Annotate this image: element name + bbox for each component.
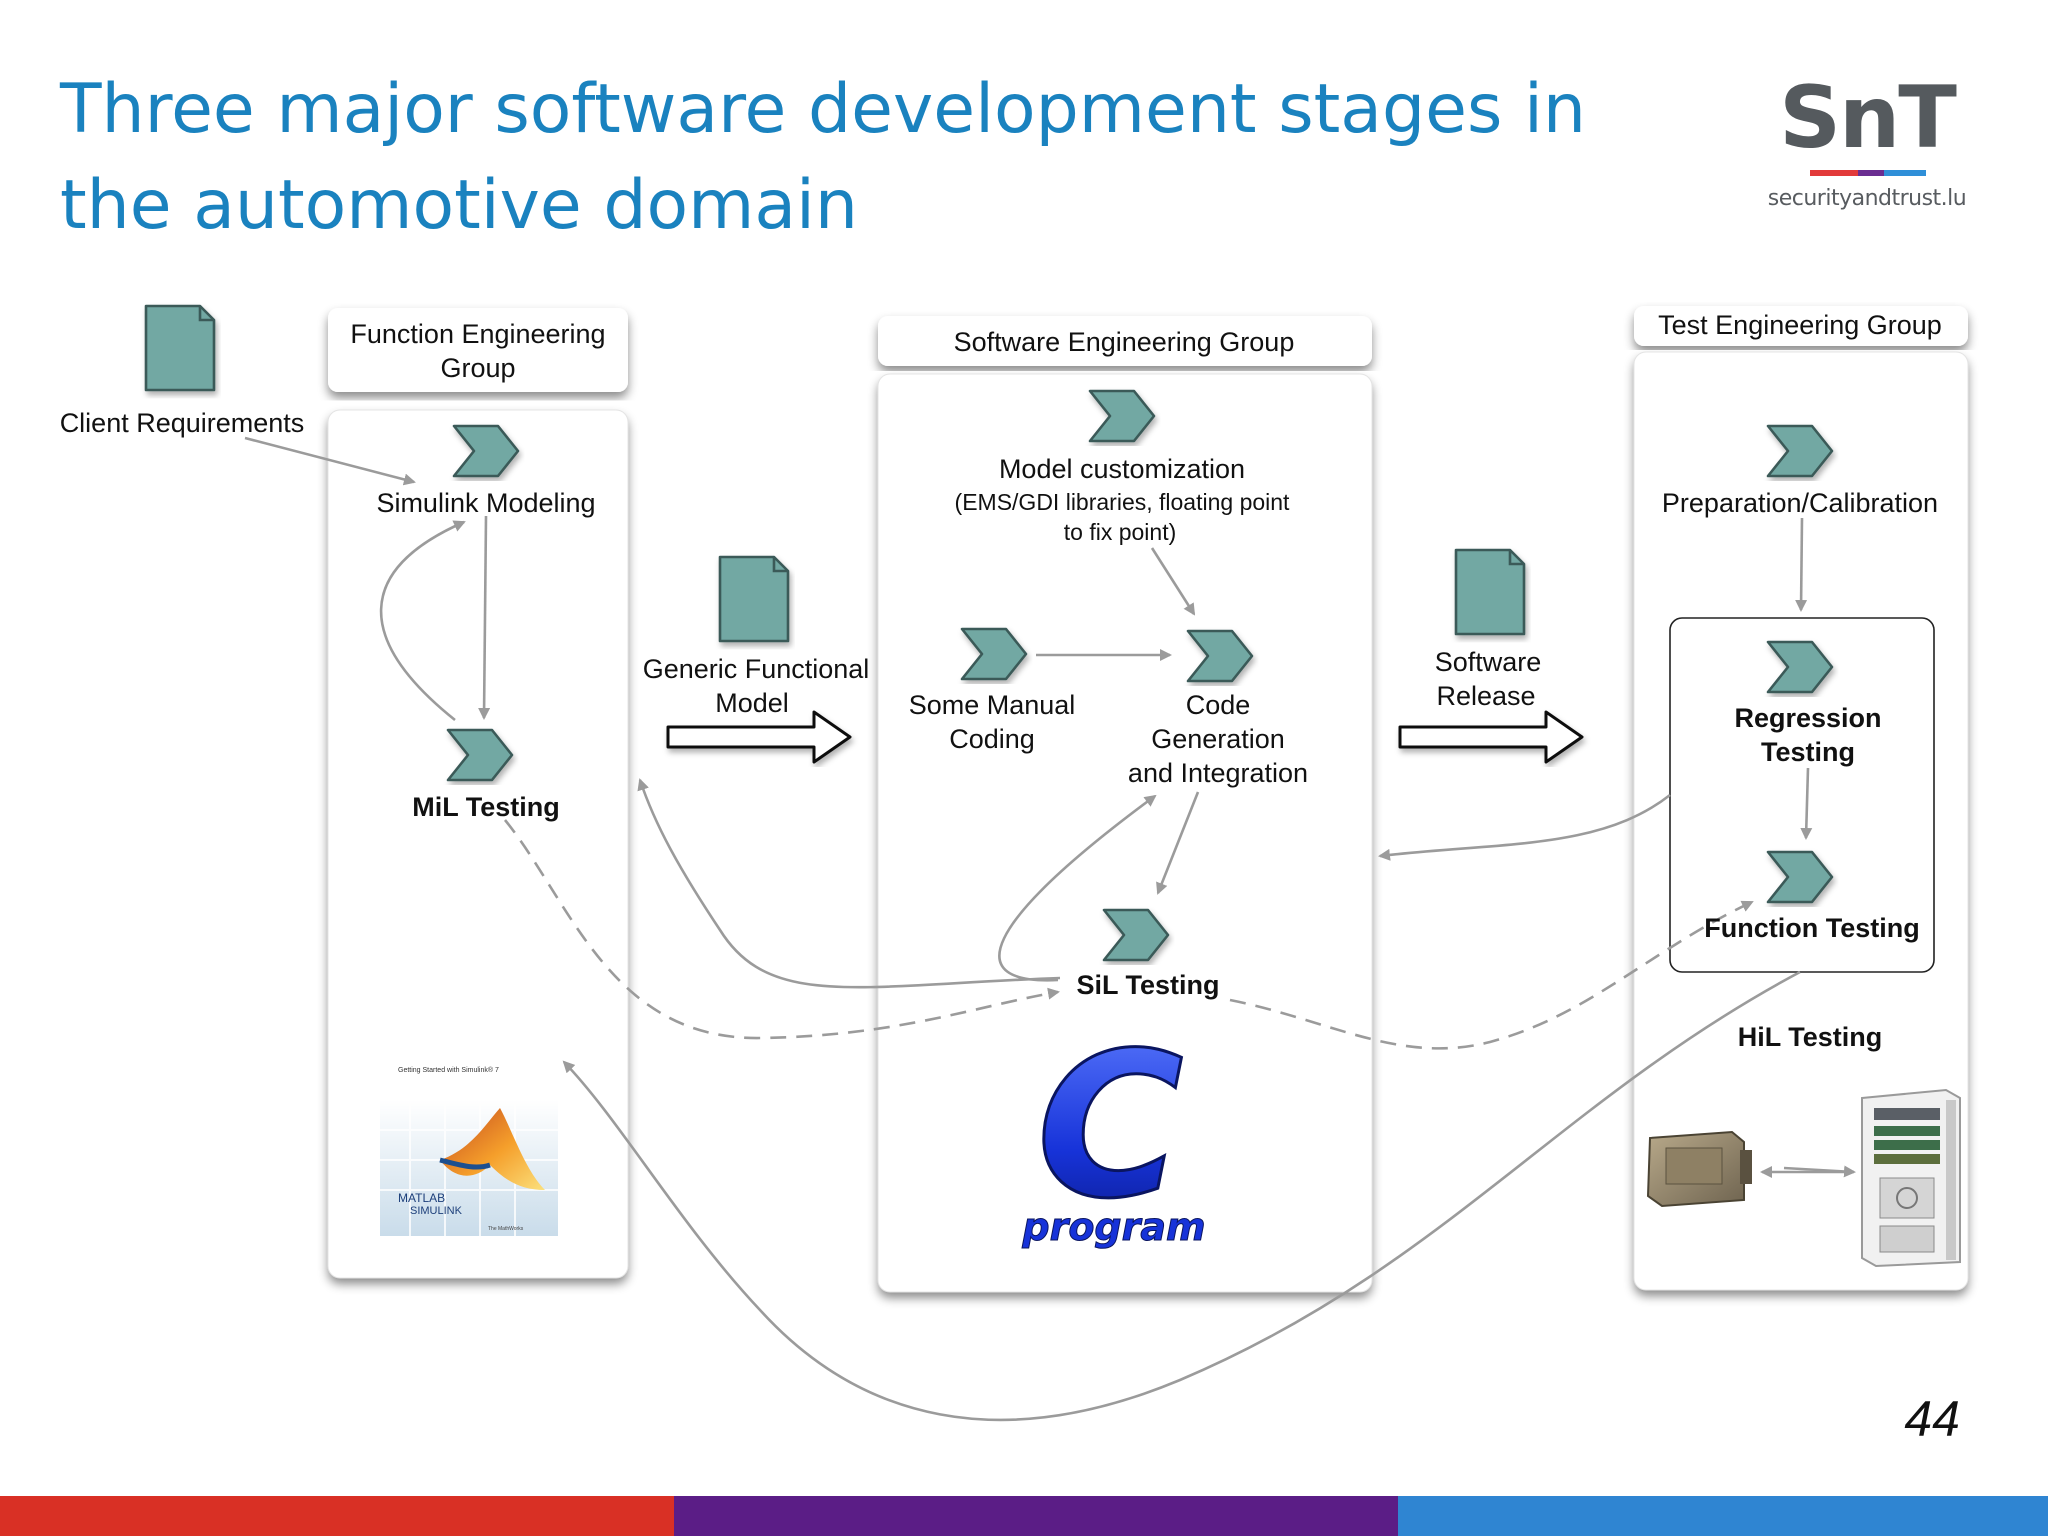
simulink-modeling-chevron-icon — [452, 424, 520, 478]
dashed-mil-to-sil — [503, 819, 1060, 1040]
sil-testing-chevron-icon — [1102, 908, 1170, 962]
book-caption: Getting Started with Simulink® 7 — [398, 1066, 499, 1074]
hil-testing-label: HiL Testing — [1738, 1022, 1883, 1052]
model-customization-detail-1: (EMS/GDI libraries, floating point — [955, 489, 1291, 515]
ecu-device-icon — [1646, 1130, 1752, 1208]
logo-mark: SnT — [1779, 68, 1957, 168]
footer-color-bar — [0, 1496, 2048, 1536]
code-gen-label-line-2: Generation — [1151, 724, 1285, 754]
arrow-mil-to-simulink — [379, 520, 466, 722]
connectors — [244, 436, 1856, 1422]
arrow-hil-to-function-group — [562, 970, 1801, 1422]
flow-arrow-software-release — [1398, 710, 1584, 764]
flow-arrow-generic-model — [666, 710, 852, 764]
function-testing-label: Function Testing — [1704, 913, 1919, 943]
preparation-label: Preparation/Calibration — [1662, 488, 1938, 518]
page-number: 44 — [1904, 1391, 1960, 1447]
function-group-header-line-2: Group — [440, 353, 515, 383]
arrow-customization-to-codegen — [1150, 547, 1196, 616]
software-group-header: Software Engineering Group — [954, 327, 1295, 357]
preparation-chevron-icon — [1766, 424, 1834, 478]
book-publisher: The MathWorks — [488, 1226, 524, 1232]
hil-test-rack-icon — [1861, 1088, 1961, 1268]
model-customization-label: Model customization — [999, 454, 1245, 484]
c-logo-letter: C — [1037, 1010, 1184, 1243]
sil-testing-label: SiL Testing — [1076, 970, 1219, 1000]
generic-model-label-line-2: Model — [715, 688, 789, 718]
mil-testing-label: MiL Testing — [412, 792, 560, 822]
client-requirements-document-icon — [144, 304, 216, 392]
function-engineering-group — [327, 308, 629, 1279]
test-engineering-group — [1633, 306, 1969, 1291]
manual-coding-chevron-icon — [960, 627, 1028, 681]
code-generation-chevron-icon — [1186, 629, 1254, 683]
model-customization-chevron-icon — [1088, 389, 1156, 443]
book-brand-line-2: SIMULINK — [410, 1205, 463, 1217]
software-release-document-icon — [1454, 548, 1526, 636]
regression-testing-label-line-1: Regression — [1734, 703, 1881, 733]
arrow-test-to-software — [1378, 793, 1671, 861]
generic-model-label-line-1: Generic Functional — [643, 654, 870, 684]
snt-logo: SnT securityandtrust.lu — [1762, 68, 1972, 228]
simulink-book-cover: Getting Started with Simulink® 7 MATLAB … — [380, 1066, 558, 1236]
manual-coding-label-line-2: Coding — [949, 724, 1035, 754]
c-logo-word: program — [1021, 1205, 1205, 1249]
logo-url: securityandtrust.lu — [1767, 186, 1967, 211]
code-gen-label-line-1: Code — [1186, 690, 1251, 720]
function-testing-chevron-icon — [1766, 850, 1834, 904]
arrow-codegen-to-sil — [1156, 791, 1200, 895]
matlab-membrane-icon — [440, 1108, 545, 1190]
regression-testing-chevron-icon — [1766, 640, 1834, 694]
manual-coding-label-line-1: Some Manual — [909, 690, 1076, 720]
slide-title: Three major software development stages … — [60, 62, 1620, 254]
code-gen-label-line-3: and Integration — [1128, 758, 1308, 788]
simulink-modeling-label: Simulink Modeling — [376, 488, 595, 518]
dashed-connectors — [503, 819, 1754, 1050]
software-engineering-group — [877, 316, 1373, 1293]
c-program-logo: C program — [1021, 1009, 1206, 1250]
model-customization-detail-2: to fix point) — [1064, 519, 1177, 545]
test-group-header: Test Engineering Group — [1658, 310, 1942, 340]
logo-stripe — [1810, 170, 1926, 176]
arrow-simulink-to-mil — [478, 515, 491, 720]
arrow-sil-to-mil — [637, 778, 1061, 989]
arrow-preparation-to-regression — [1795, 517, 1808, 612]
regression-testing-label-line-2: Testing — [1761, 737, 1855, 767]
slide-title-line-1: Three major software development stages … — [60, 70, 1586, 149]
software-release-label-line-2: Release — [1436, 681, 1535, 711]
arrow-requirements-to-simulink — [244, 436, 416, 486]
dashed-sil-to-function-testing — [1229, 900, 1754, 1050]
mil-testing-chevron-icon — [446, 728, 514, 782]
client-requirements-label: Client Requirements — [60, 408, 305, 438]
slide-title-line-2: the automotive domain — [60, 166, 859, 245]
function-group-header-line-1: Function Engineering — [350, 319, 605, 349]
generic-model-document-icon — [718, 555, 790, 643]
software-release-label-line-1: Software — [1435, 647, 1542, 677]
arrow-regression-to-function — [1800, 767, 1813, 840]
book-brand-line-1: MATLAB — [398, 1191, 445, 1205]
